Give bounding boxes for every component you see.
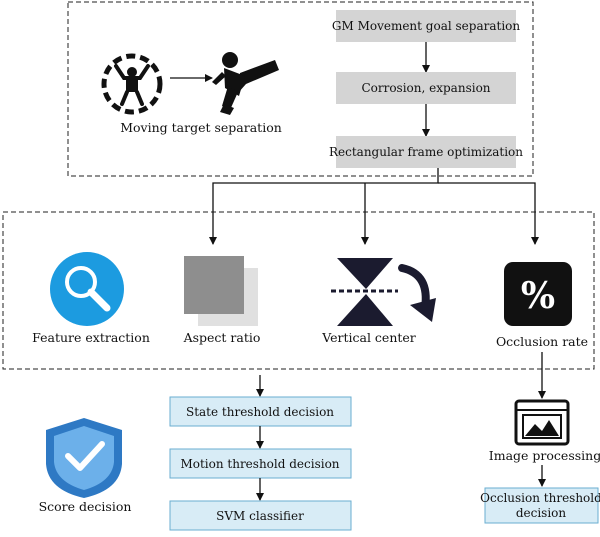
image-frame-icon — [514, 399, 570, 446]
threshold-box-state: State threshold decision — [169, 396, 352, 427]
top-group-frame — [67, 1, 534, 177]
threshold-label: SVM classifier — [216, 509, 304, 523]
fanout-connector — [209, 168, 539, 245]
shield-check-icon — [46, 418, 122, 498]
feature-label-aspect: Aspect ratio — [183, 330, 261, 345]
image-processing-label: Image processing — [489, 448, 600, 463]
svg-text:%: % — [521, 275, 555, 317]
feature-label-occlusion: Occlusion rate — [496, 334, 588, 349]
threshold-label: State threshold decision — [186, 405, 334, 419]
percent-icon: % — [504, 262, 572, 326]
person-target-icon — [101, 53, 163, 115]
threshold-label: Motion threshold decision — [180, 457, 339, 471]
step-label: Corrosion, expansion — [361, 81, 490, 95]
feature-label-vertical: Vertical center — [321, 330, 416, 345]
kicking-figure-icon — [212, 52, 279, 115]
step-box-corrosion-expansion: Corrosion, expansion — [336, 72, 516, 104]
hourglass-arrow-icon — [331, 258, 436, 326]
occlusion-threshold-box: Occlusion threshold decision — [480, 487, 600, 524]
step-box-rectangular-frame: Rectangular frame optimization — [329, 136, 523, 168]
svm-classifier-box: SVM classifier — [169, 500, 352, 531]
moving-target-label: Moving target separation — [120, 120, 282, 135]
occlusion-decision-line2: decision — [516, 506, 567, 520]
step-label: Rectangular frame optimization — [329, 145, 523, 159]
feature-label-extraction: Feature extraction — [32, 330, 150, 345]
occlusion-decision-line1: Occlusion threshold — [480, 491, 600, 505]
step-box-gm-separation: GM Movement goal separation — [332, 10, 521, 42]
score-decision-label: Score decision — [39, 499, 132, 514]
magnifier-icon — [50, 252, 124, 326]
threshold-box-motion: Motion threshold decision — [169, 448, 352, 479]
aspect-squares-icon — [184, 256, 258, 326]
feature-group-frame — [2, 211, 595, 370]
step-label: GM Movement goal separation — [332, 19, 521, 33]
